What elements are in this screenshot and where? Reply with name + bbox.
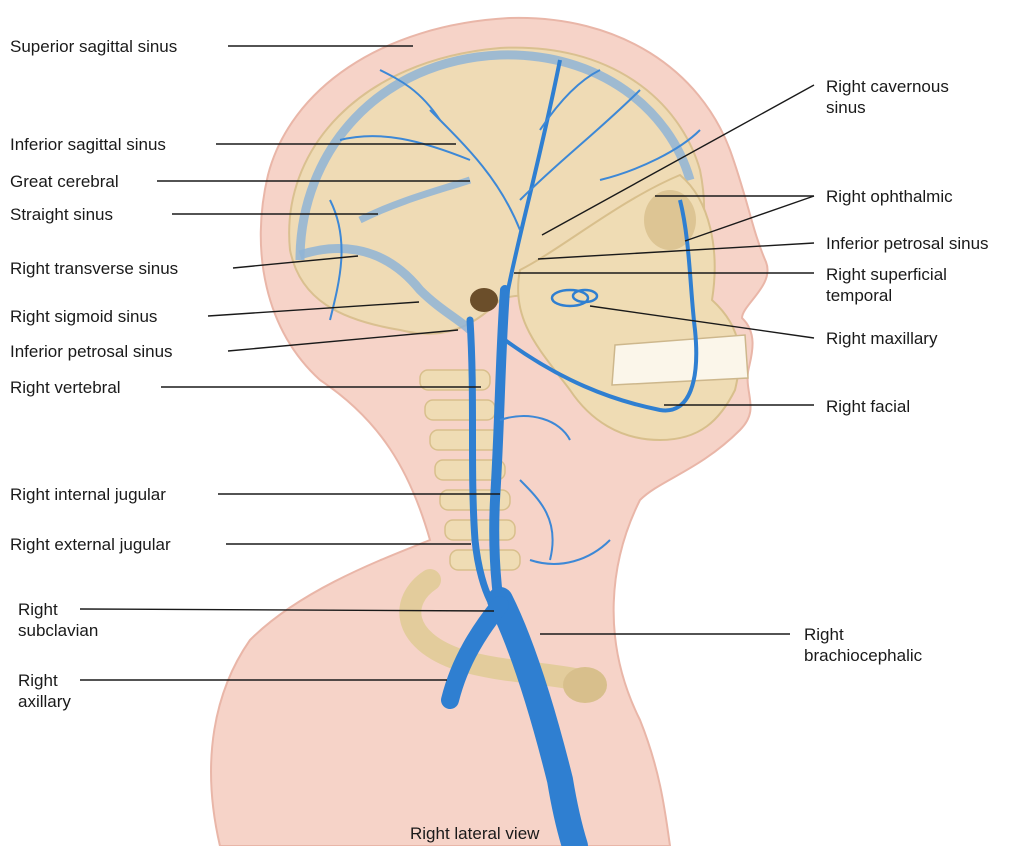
label-right-brachiocephalic-line1: Right — [804, 624, 922, 645]
label-right-vertebral: Right vertebral — [10, 377, 121, 398]
label-right-subclavian: Right subclavian — [18, 599, 98, 641]
label-right-external-jugular: Right external jugular — [10, 534, 171, 555]
label-right-cavernous-sinus-line1: Right cavernous — [826, 76, 949, 97]
label-right-axillary-line1: Right — [18, 670, 71, 691]
label-right-facial: Right facial — [826, 396, 910, 417]
label-right-cavernous-sinus-line2: sinus — [826, 97, 949, 118]
label-right-subclavian-line1: Right — [18, 599, 98, 620]
label-superior-sagittal-sinus: Superior sagittal sinus — [10, 36, 177, 57]
label-right-subclavian-line2: subclavian — [18, 620, 98, 641]
label-right-maxillary: Right maxillary — [826, 328, 937, 349]
ear-canal — [470, 288, 498, 312]
label-right-brachiocephalic-line2: brachiocephalic — [804, 645, 922, 666]
label-inferior-sagittal-sinus: Inferior sagittal sinus — [10, 134, 166, 155]
label-right-sigmoid-sinus: Right sigmoid sinus — [10, 306, 157, 327]
label-right-axillary: Right axillary — [18, 670, 71, 712]
label-straight-sinus: Straight sinus — [10, 204, 113, 225]
label-right-superficial-temporal: Right superficial temporal — [826, 264, 947, 306]
label-right-brachiocephalic: Right brachiocephalic — [804, 624, 922, 666]
label-right-transverse-sinus: Right transverse sinus — [10, 258, 178, 279]
label-right-superficial-temporal-line2: temporal — [826, 285, 947, 306]
label-great-cerebral: Great cerebral — [10, 171, 119, 192]
label-right-internal-jugular: Right internal jugular — [10, 484, 166, 505]
label-right-axillary-line2: axillary — [18, 691, 71, 712]
label-inferior-petrosal-sinus-left: Inferior petrosal sinus — [10, 341, 173, 362]
label-inferior-petrosal-sinus-right: Inferior petrosal sinus — [826, 233, 989, 254]
figure-caption: Right lateral view — [410, 824, 539, 844]
label-right-cavernous-sinus: Right cavernous sinus — [826, 76, 949, 118]
label-right-superficial-temporal-line1: Right superficial — [826, 264, 947, 285]
humeral-head — [563, 667, 607, 703]
label-right-ophthalmic: Right ophthalmic — [826, 186, 953, 207]
